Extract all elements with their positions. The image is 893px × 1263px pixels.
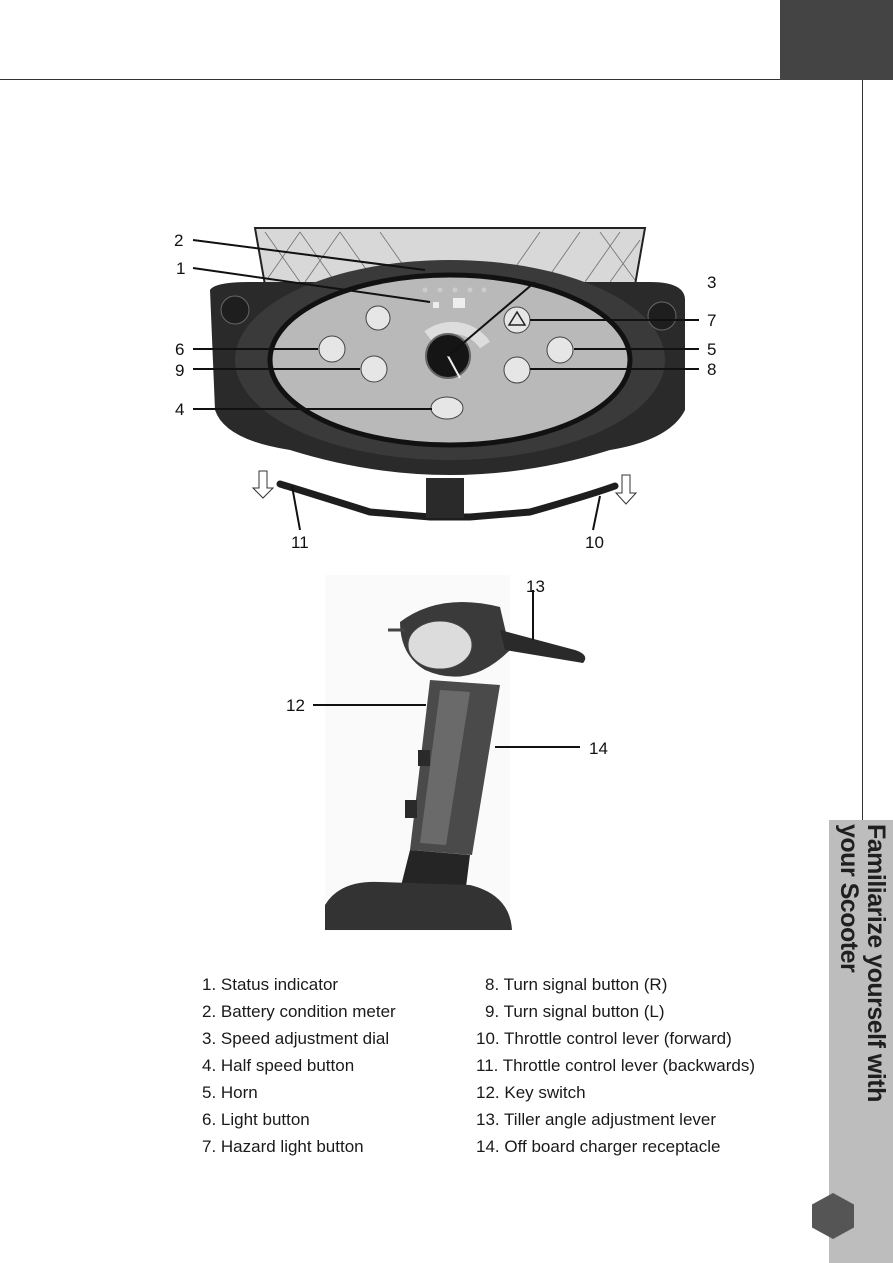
section-title-line1: Familiarize yourself with <box>862 824 890 1102</box>
section-side-tab <box>829 820 893 1263</box>
callout-14: 14 <box>589 739 608 758</box>
callout-5: 5 <box>707 340 717 359</box>
section-title-line2: your Scooter <box>835 824 863 973</box>
callout-11: 11 <box>291 533 309 552</box>
callout-4: 4 <box>175 400 185 419</box>
legend-item: 4. Half speed button <box>202 1056 355 1075</box>
legend-item: 14. Off board charger receptacle <box>476 1137 721 1156</box>
legend-item: 9. Turn signal button (L) <box>485 1002 665 1021</box>
control-panel-photo <box>192 227 699 531</box>
callout-9: 9 <box>175 361 185 380</box>
tiller-photo <box>313 575 586 931</box>
legend-item: 8. Turn signal button (R) <box>485 975 668 994</box>
callout-8: 8 <box>707 360 717 379</box>
legend-item: 3. Speed adjustment dial <box>202 1029 390 1048</box>
callout-3: 3 <box>707 273 717 292</box>
legend-item: 2. Battery condition meter <box>202 1002 396 1021</box>
legend-right: 8. Turn signal button (R) 9. Turn signal… <box>476 971 755 1160</box>
legend-item: 7. Hazard light button <box>202 1137 364 1156</box>
callout-12: 12 <box>286 696 305 715</box>
legend-item: 10. Throttle control lever (forward) <box>476 1029 732 1048</box>
legend-item: 6. Light button <box>202 1110 310 1129</box>
legend-item: 5. Horn <box>202 1083 258 1102</box>
header-rule <box>0 79 780 80</box>
callout-6: 6 <box>175 340 185 359</box>
callout-10: 10 <box>585 533 604 552</box>
callout-2: 2 <box>174 231 184 250</box>
legend-left: 1. Status indicator 2. Battery condition… <box>202 971 396 1160</box>
section-title: Familiarize yourself with your Scooter <box>833 824 890 1154</box>
side-rule <box>862 80 863 820</box>
callout-13: 13 <box>526 577 545 596</box>
legend-item: 12. Key switch <box>476 1083 586 1102</box>
corner-tab <box>780 0 893 80</box>
legend-item: 11. Throttle control lever (backwards) <box>476 1056 756 1075</box>
callout-1: 1 <box>176 259 186 278</box>
legend-item: 13. Tiller angle adjustment lever <box>476 1110 717 1129</box>
legend-item: 1. Status indicator <box>202 975 339 994</box>
callout-7: 7 <box>707 311 717 330</box>
